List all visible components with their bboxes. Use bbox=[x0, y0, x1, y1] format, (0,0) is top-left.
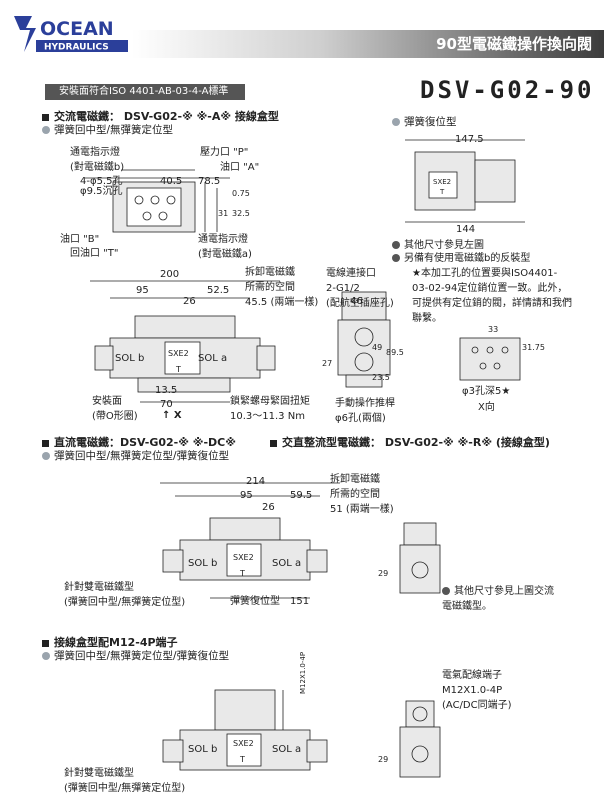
port-b-label: 油口 "B" bbox=[60, 234, 100, 245]
port-p-label: 壓力口 "P" bbox=[200, 147, 249, 158]
dim-31-75: 31.75 bbox=[522, 343, 545, 352]
port-a-label: 油口 "A" bbox=[220, 162, 260, 173]
dim-33: 33 bbox=[488, 325, 499, 334]
dim-89-5: 89.5 bbox=[386, 348, 404, 357]
svg-text:HYDRAULICS: HYDRAULICS bbox=[44, 43, 109, 53]
lamp-b-label: 通電指示燈(對電磁鐵b) bbox=[70, 147, 125, 173]
dim-78-5: 78.5 bbox=[198, 176, 221, 187]
bullet-reverse-type: 另備有使用電磁鐵b的反裝型 bbox=[392, 251, 530, 266]
rect-note: 其他尺寸參見上圖交流電磁鐵型。 bbox=[442, 586, 554, 612]
m12-section-sub: 彈簧回中型/無彈簧定位型/彈簧復位型 bbox=[42, 648, 229, 663]
side-view-dc-drawing bbox=[399, 522, 441, 594]
dim-151: 151 bbox=[290, 596, 310, 607]
x-view-label: X向 bbox=[478, 402, 495, 413]
svg-text:OCEAN: OCEAN bbox=[40, 18, 114, 40]
sol-a-label: SOL a bbox=[198, 353, 228, 364]
dc-t-mark: T bbox=[240, 569, 245, 578]
m12-t-mark: T bbox=[240, 755, 245, 764]
page-title: 90型電磁鐵操作換向閥 bbox=[436, 35, 592, 53]
dim-214: 214 bbox=[246, 476, 266, 487]
spring-return-heading: 彈簧復位型 bbox=[392, 114, 457, 129]
dim-52-5: 52.5 bbox=[207, 285, 230, 296]
sxe2-plate: SXE2 bbox=[168, 349, 189, 358]
port-t-label: 回油口 "T" bbox=[70, 248, 119, 259]
dim-59-5: 59.5 bbox=[290, 490, 313, 501]
front-view-dc-drawing bbox=[160, 482, 340, 599]
front-view-ac-drawing bbox=[90, 280, 280, 403]
spring-return-label: 彈簧復位型 bbox=[230, 596, 280, 607]
standard-tag: 安裝面符合ISO 4401-AB-03-4-A標準 bbox=[45, 84, 245, 100]
lamp-a-label: 通電指示燈(對電磁鐵a) bbox=[198, 234, 252, 260]
m12-sol-b: SOL b bbox=[188, 744, 218, 755]
m12-dim-29: 29 bbox=[378, 755, 389, 764]
dc-section-heading: 直流電磁鐵：DSV-G02-※ ※-DC※ bbox=[42, 434, 236, 450]
dc-dim-95: 95 bbox=[240, 490, 253, 501]
ocean-hydraulics-logo: OCEAN HYDRAULICS bbox=[14, 16, 128, 53]
ac-section-sub: 彈簧回中型/無彈簧定位型 bbox=[42, 122, 173, 137]
sol-b-label: SOL b bbox=[115, 353, 145, 364]
side-view-ac-drawing bbox=[337, 291, 391, 388]
dim-49: 49 bbox=[372, 343, 383, 352]
front-view-m12-drawing bbox=[162, 689, 328, 771]
dim-46: 46 bbox=[350, 296, 363, 307]
dc-dim-29: 29 bbox=[378, 569, 389, 578]
mount-face-label: 安裝面(帶O形圈) bbox=[92, 396, 138, 422]
double-solenoid-label: 針對雙電磁鐵型(彈簧回中型/無彈簧定位型) bbox=[64, 582, 186, 608]
side-view-m12-drawing bbox=[399, 700, 441, 778]
title-bar: 90型電磁鐵操作換向閥 bbox=[132, 30, 604, 58]
dim-31: 31 bbox=[218, 209, 229, 218]
dim-32-5: 32.5 bbox=[232, 209, 250, 218]
dim-147-5: 147.5 bbox=[455, 134, 484, 145]
mounting-pattern-drawing bbox=[459, 337, 521, 381]
pin-hole-label: φ3孔深5★ bbox=[462, 386, 511, 397]
model-number: DSV-G02-90 bbox=[420, 76, 595, 104]
dim-0-75: 0.75 bbox=[232, 189, 250, 198]
m12-section-heading: 接線盒型配M12-4P端子 bbox=[42, 634, 178, 650]
dc-sxe2: SXE2 bbox=[233, 553, 254, 562]
svg-text:SXE2: SXE2 bbox=[433, 178, 451, 186]
dc-section-sub: 彈簧回中型/無彈簧定位型/彈簧復位型 bbox=[42, 448, 229, 463]
bullet-other-dims: 其他尺寸參見左圖 bbox=[392, 238, 484, 253]
svg-text:T: T bbox=[439, 188, 445, 196]
dim-200: 200 bbox=[160, 269, 180, 280]
dim-144: 144 bbox=[456, 224, 476, 235]
ac-section-heading: 交流電磁鐵： DSV-G02-※ ※-A※ 接線盒型 bbox=[42, 108, 279, 124]
ac-rect-section-heading: 交直整流型電磁鐵： DSV-G02-※ ※-R※ (接線盒型) bbox=[270, 434, 550, 450]
m12-sxe2: SXE2 bbox=[233, 739, 254, 748]
m12-double-label: 針對雙電磁鐵型(彈簧回中型/無彈簧定位型) bbox=[64, 768, 186, 794]
top-view-drawing bbox=[85, 169, 230, 233]
iso-note: ★本加工孔的位置要與ISO4401-03-02-94定位銷位置一致。此外，可提供… bbox=[412, 268, 572, 324]
t-mark: T bbox=[176, 365, 181, 374]
dc-dim-26: 26 bbox=[262, 502, 275, 513]
dim-70: 70 bbox=[160, 399, 173, 410]
dc-sol-b: SOL b bbox=[188, 558, 218, 569]
dc-sol-a: SOL a bbox=[272, 558, 302, 569]
counterbore-label: φ9.5沉孔 bbox=[80, 186, 123, 197]
m12-sol-a: SOL a bbox=[272, 744, 302, 755]
dim-27: 27 bbox=[322, 359, 333, 368]
m12-spec-vertical: M12X1.0-4P bbox=[299, 651, 307, 694]
dim-40-5: 40.5 bbox=[160, 176, 183, 187]
dim-26: 26 bbox=[183, 296, 196, 307]
x-arrow: ↑ X bbox=[162, 410, 182, 421]
dim-13-5: 13.5 bbox=[155, 385, 178, 396]
dim-23-5: 23.5 bbox=[372, 373, 390, 382]
dim-95: 95 bbox=[136, 285, 149, 296]
holes-label: 4-φ5.5孔 bbox=[80, 176, 123, 187]
